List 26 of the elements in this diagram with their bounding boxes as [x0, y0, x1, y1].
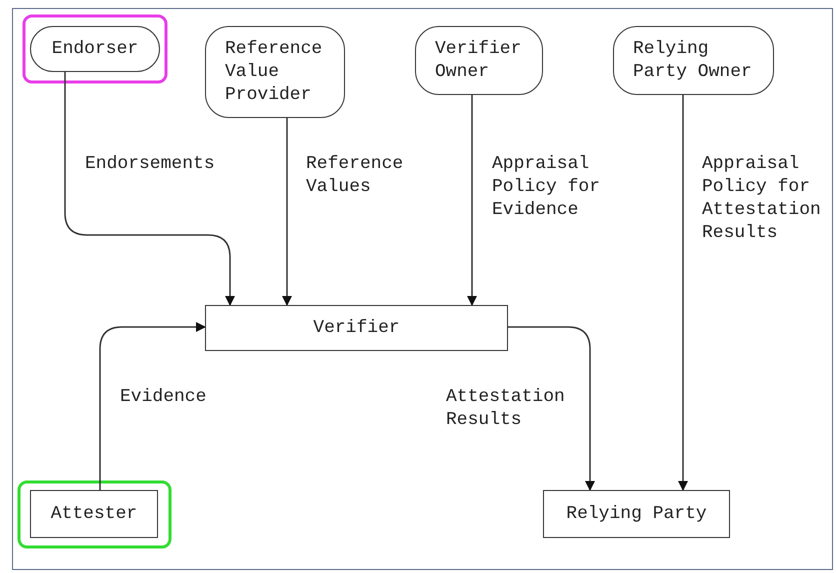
edge-label: Attestation Results — [446, 386, 566, 432]
arrow — [508, 326, 595, 491]
process-box — [30, 490, 158, 538]
node-label: Endorser — [52, 38, 138, 60]
edge-label: Appraisal Policy for Evidence — [492, 153, 602, 222]
node-label: Verifier — [313, 316, 400, 340]
rounded-box — [415, 26, 543, 95]
arrow — [467, 95, 477, 306]
edge-label: Endorsements — [85, 153, 216, 176]
process-box — [543, 490, 730, 538]
arrow — [282, 118, 292, 306]
node-label: Verifier Owner — [435, 38, 522, 84]
process-box — [205, 305, 508, 351]
arrow — [99, 322, 206, 490]
edge-label: Evidence — [120, 386, 208, 409]
edge-label: Reference Values — [306, 153, 404, 199]
node-label: Reference Value Provider — [225, 38, 324, 106]
rounded-box — [30, 26, 160, 72]
node-label: Relying Party Owner — [633, 38, 753, 84]
arrow — [64, 72, 235, 306]
rounded-box — [205, 26, 345, 118]
arrow — [678, 95, 688, 491]
node-label: Attester — [50, 502, 138, 526]
edge-label: Appraisal Policy for Attestation Results — [702, 153, 822, 245]
rounded-box — [613, 26, 774, 95]
node-label: Relying Party — [566, 502, 707, 526]
